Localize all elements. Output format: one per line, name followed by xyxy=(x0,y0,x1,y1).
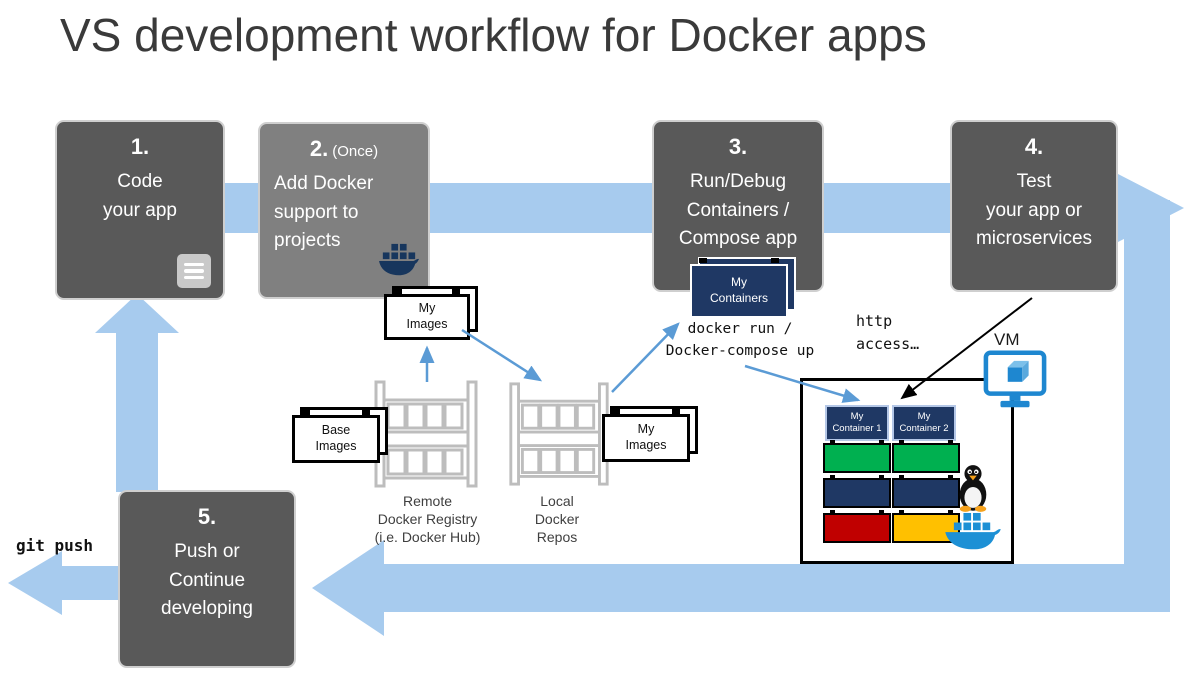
step-2-once-suffix: (Once) xyxy=(332,143,379,160)
my-images-box-top: My Images xyxy=(384,289,470,340)
docker-whale-icon xyxy=(378,242,420,285)
vm-label: VM xyxy=(994,330,1020,349)
step-4-number: 4. xyxy=(1024,134,1044,159)
container-1-row-green xyxy=(823,440,891,473)
docker-run-label: docker run / Docker-compose up xyxy=(665,321,815,360)
container-1-row-navy xyxy=(823,475,891,508)
step-1-label: Code your app xyxy=(103,171,177,221)
base-images-box: Base Images xyxy=(292,410,380,463)
step-box-2: 2.(Once) Add Docker support to projects xyxy=(258,122,430,299)
vm-monitor-icon xyxy=(983,350,1047,415)
step-3-number: 3. xyxy=(728,134,748,159)
local-repos-icon xyxy=(506,378,612,495)
step-2-number: 2.(Once) xyxy=(260,136,428,162)
my-images-box-local: My Images xyxy=(602,409,690,462)
local-repos-label: Local Docker Repos xyxy=(534,493,580,546)
my-containers-box: My Containers xyxy=(690,258,788,318)
container-2-header: My Container 2 xyxy=(892,405,956,441)
step-box-4: 4. Test your app or microservices xyxy=(950,120,1118,292)
container-2-row-green xyxy=(892,440,960,473)
step-3-label: Run/Debug Containers / Compose app xyxy=(678,171,798,249)
step-2-number-text: 2. xyxy=(309,136,329,161)
remote-registry-label: Remote Docker Registry (i.e. Docker Hub) xyxy=(374,493,481,546)
step-box-1: 1. Code your app xyxy=(55,120,225,300)
http-access-label: http access… xyxy=(856,312,920,353)
step-4-label: Test your app or microservices xyxy=(975,171,1093,249)
tux-penguin-icon xyxy=(954,462,992,517)
docker-whale-engine-icon xyxy=(944,512,1002,561)
document-icon xyxy=(177,254,211,288)
remote-registry-icon xyxy=(370,378,482,495)
git-push-label: git push xyxy=(16,536,94,555)
step-5-number: 5. xyxy=(197,504,217,529)
container-1-header: My Container 1 xyxy=(825,405,889,441)
container-1-row-red xyxy=(823,510,891,543)
container-2-row-navy xyxy=(892,475,960,508)
step-5-label: Push or Continue developing xyxy=(161,541,253,619)
step-1-number: 1. xyxy=(130,134,150,159)
page-title: VS development workflow for Docker apps xyxy=(60,9,927,61)
step-box-5: 5. Push or Continue developing xyxy=(118,490,296,668)
